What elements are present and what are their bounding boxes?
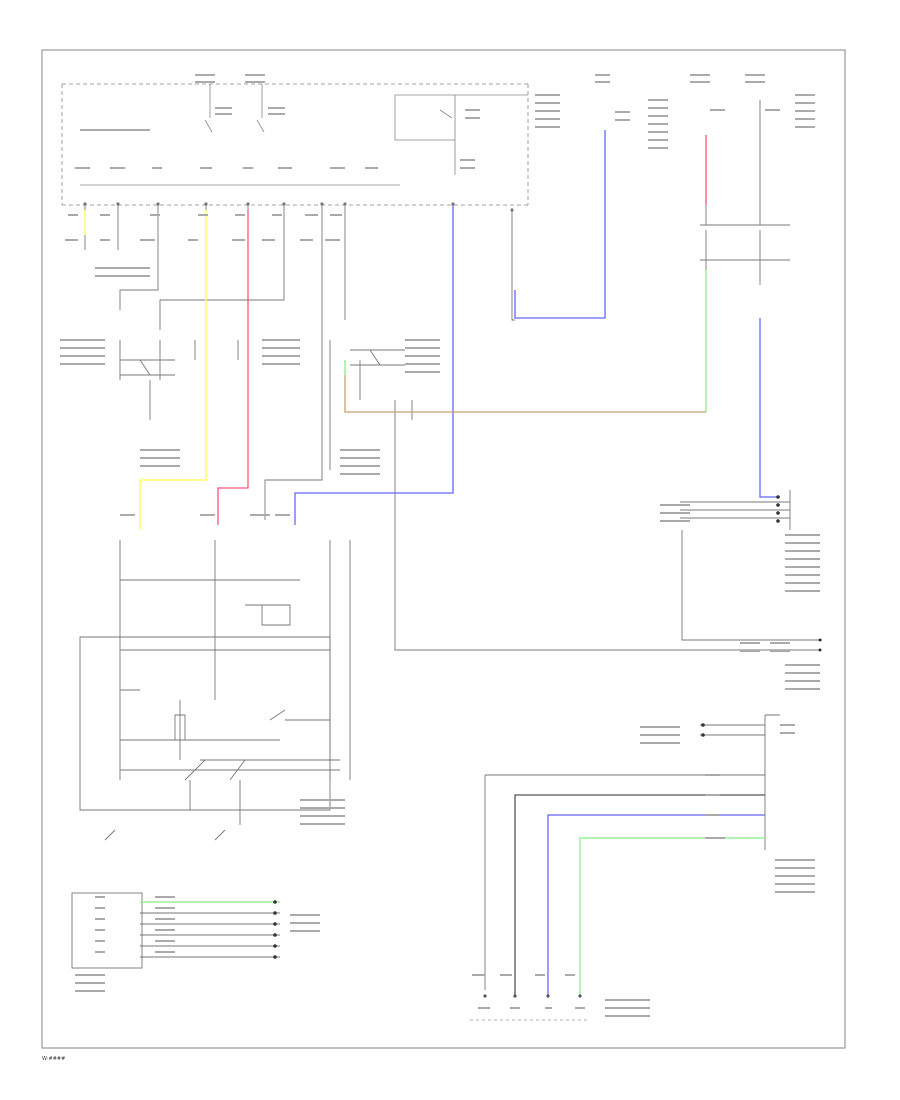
relay-switch-symbols (120, 340, 405, 376)
wire-red (217, 135, 707, 525)
right-connector-blocks (484, 714, 780, 990)
wire-yellow (84, 210, 207, 530)
wire-blue (294, 130, 778, 525)
harness-pins (273, 495, 822, 959)
bottom-connector-pins (483, 994, 582, 998)
illegible-labels (60, 74, 820, 1017)
wire-green (344, 270, 707, 412)
wire-grey (84, 100, 822, 651)
right-connector-wires (514, 794, 765, 995)
junction-connector-pins (83, 202, 514, 212)
footer-code: W·#### (42, 1056, 65, 1062)
control-module-block (79, 540, 351, 841)
junction-block (61, 83, 529, 206)
wire-brown (344, 375, 706, 413)
diagram-frame (41, 49, 846, 1049)
